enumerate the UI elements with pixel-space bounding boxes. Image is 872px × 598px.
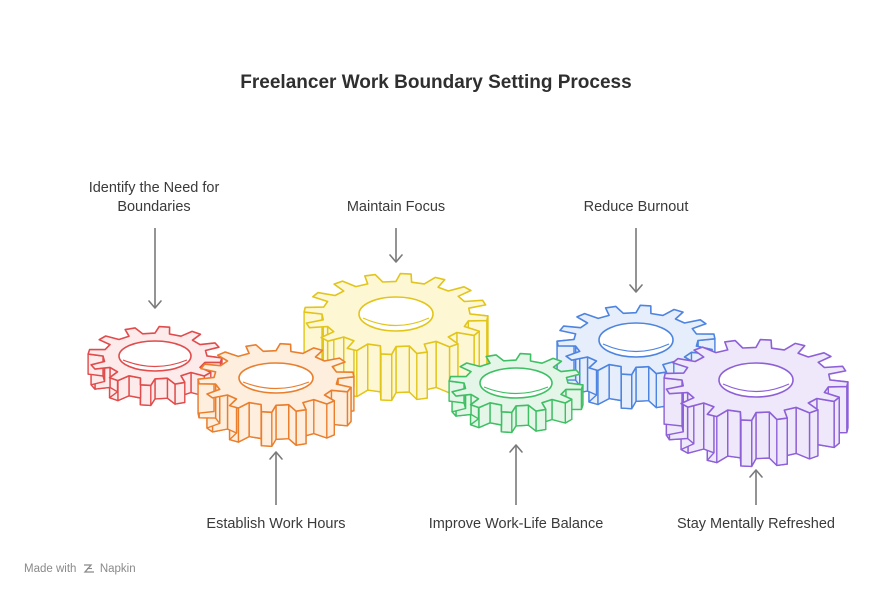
step-label-work-life-balance: Improve Work-Life Balance xyxy=(428,516,604,532)
arrow-mentally-refreshed xyxy=(749,469,763,505)
gear-establish-hours xyxy=(197,342,355,447)
arrow-work-life-balance xyxy=(509,444,523,505)
arrow-establish-hours xyxy=(269,451,283,505)
arrow-identify-need xyxy=(148,228,162,309)
made-with-footer: Made with Napkin xyxy=(24,562,136,575)
step-label-maintain-focus: Maintain Focus xyxy=(346,199,446,215)
gear-work-life-balance xyxy=(448,352,584,434)
arrow-reduce-burnout xyxy=(629,228,643,293)
step-label-establish-hours: Establish Work Hours xyxy=(206,516,346,532)
footer-brand: Napkin xyxy=(99,563,136,575)
step-label-mentally-refreshed: Stay Mentally Refreshed xyxy=(677,516,835,532)
diagram-title: Freelancer Work Boundary Setting Process xyxy=(240,72,632,93)
gear-mentally-refreshed xyxy=(663,338,849,468)
arrow-maintain-focus xyxy=(389,228,403,263)
step-label-reduce-burnout: Reduce Burnout xyxy=(583,199,689,215)
napkin-logo-icon xyxy=(83,564,94,573)
footer-prefix: Made with xyxy=(24,563,77,575)
